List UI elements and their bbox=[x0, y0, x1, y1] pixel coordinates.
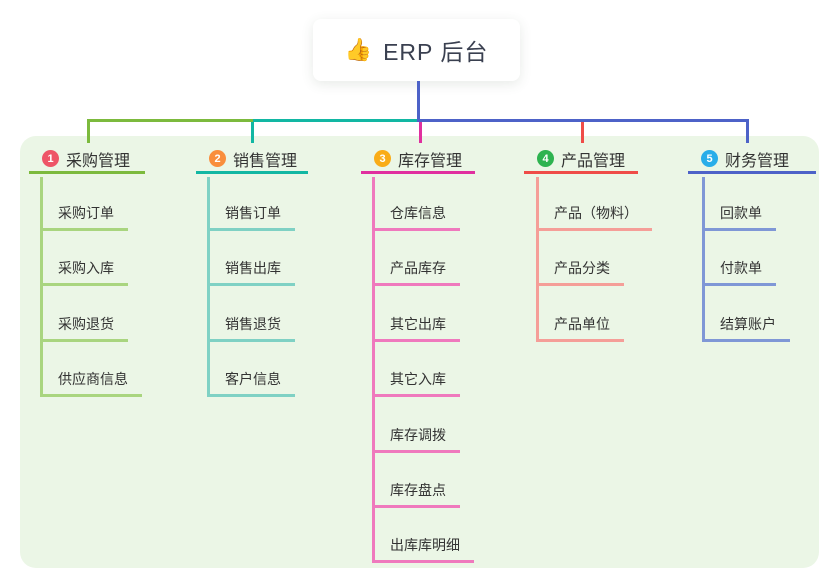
branch-badge: 5 bbox=[701, 150, 718, 167]
branch-label: 产品管理 bbox=[561, 152, 626, 170]
branch-node-3[interactable]: 3 库存管理 bbox=[361, 146, 475, 174]
branch-child-connector bbox=[40, 177, 43, 397]
branch-badge: 4 bbox=[537, 150, 554, 167]
child-node[interactable]: 产品单位 bbox=[536, 315, 624, 342]
child-node[interactable]: 库存盘点 bbox=[372, 481, 460, 508]
child-node[interactable]: 仓库信息 bbox=[372, 204, 460, 231]
connector-drop-inventory bbox=[419, 122, 422, 143]
mindmap-panel bbox=[20, 136, 819, 568]
child-node[interactable]: 库存调拨 bbox=[372, 426, 460, 453]
connector-hline-mid bbox=[253, 119, 417, 122]
connector-hline-right bbox=[417, 119, 749, 122]
branch-badge: 3 bbox=[374, 150, 391, 167]
branch-child-connector bbox=[207, 177, 210, 397]
connector-drop-sales bbox=[251, 122, 254, 143]
branch-label: 销售管理 bbox=[233, 152, 298, 170]
child-node[interactable]: 供应商信息 bbox=[40, 370, 142, 397]
child-node[interactable]: 采购入库 bbox=[40, 259, 128, 286]
child-node[interactable]: 产品分类 bbox=[536, 259, 624, 286]
branch-badge: 2 bbox=[209, 150, 226, 167]
branch-label: 库存管理 bbox=[398, 152, 463, 170]
branch-node-4[interactable]: 4 产品管理 bbox=[524, 146, 638, 174]
branch-node-2[interactable]: 2 销售管理 bbox=[196, 146, 308, 174]
child-node[interactable]: 产品（物料） bbox=[536, 204, 652, 231]
connector-root-line bbox=[417, 81, 420, 122]
branch-child-connector bbox=[702, 177, 705, 341]
branch-node-5[interactable]: 5 财务管理 bbox=[688, 146, 816, 174]
branch-child-connector bbox=[372, 177, 375, 563]
child-node[interactable]: 其它入库 bbox=[372, 370, 460, 397]
connector-drop-finance bbox=[746, 119, 749, 143]
child-node[interactable]: 销售退货 bbox=[207, 315, 295, 342]
child-node[interactable]: 采购订单 bbox=[40, 204, 128, 231]
branch-badge: 1 bbox=[42, 150, 59, 167]
branch-label: 采购管理 bbox=[66, 152, 131, 170]
connector-drop-product bbox=[581, 122, 584, 143]
branch-node-1[interactable]: 1 采购管理 bbox=[29, 146, 145, 174]
child-node[interactable]: 出库库明细 bbox=[372, 536, 474, 563]
child-node[interactable]: 回款单 bbox=[702, 204, 776, 231]
child-node[interactable]: 销售出库 bbox=[207, 259, 295, 286]
branch-child-connector bbox=[536, 177, 539, 341]
root-node[interactable]: 👍 ERP 后台 bbox=[313, 19, 520, 81]
connector-hline-left bbox=[87, 119, 253, 122]
thumbs-up-icon: 👍 bbox=[344, 37, 374, 62]
child-node[interactable]: 产品库存 bbox=[372, 259, 460, 286]
child-node[interactable]: 销售订单 bbox=[207, 204, 295, 231]
child-node[interactable]: 结算账户 bbox=[702, 315, 790, 342]
child-node[interactable]: 付款单 bbox=[702, 259, 776, 286]
connector-drop-purchase bbox=[87, 119, 90, 143]
child-node[interactable]: 客户信息 bbox=[207, 370, 295, 397]
child-node[interactable]: 采购退货 bbox=[40, 315, 128, 342]
child-node[interactable]: 其它出库 bbox=[372, 315, 460, 342]
branch-label: 财务管理 bbox=[725, 152, 790, 170]
root-title: ERP 后台 bbox=[383, 39, 489, 65]
